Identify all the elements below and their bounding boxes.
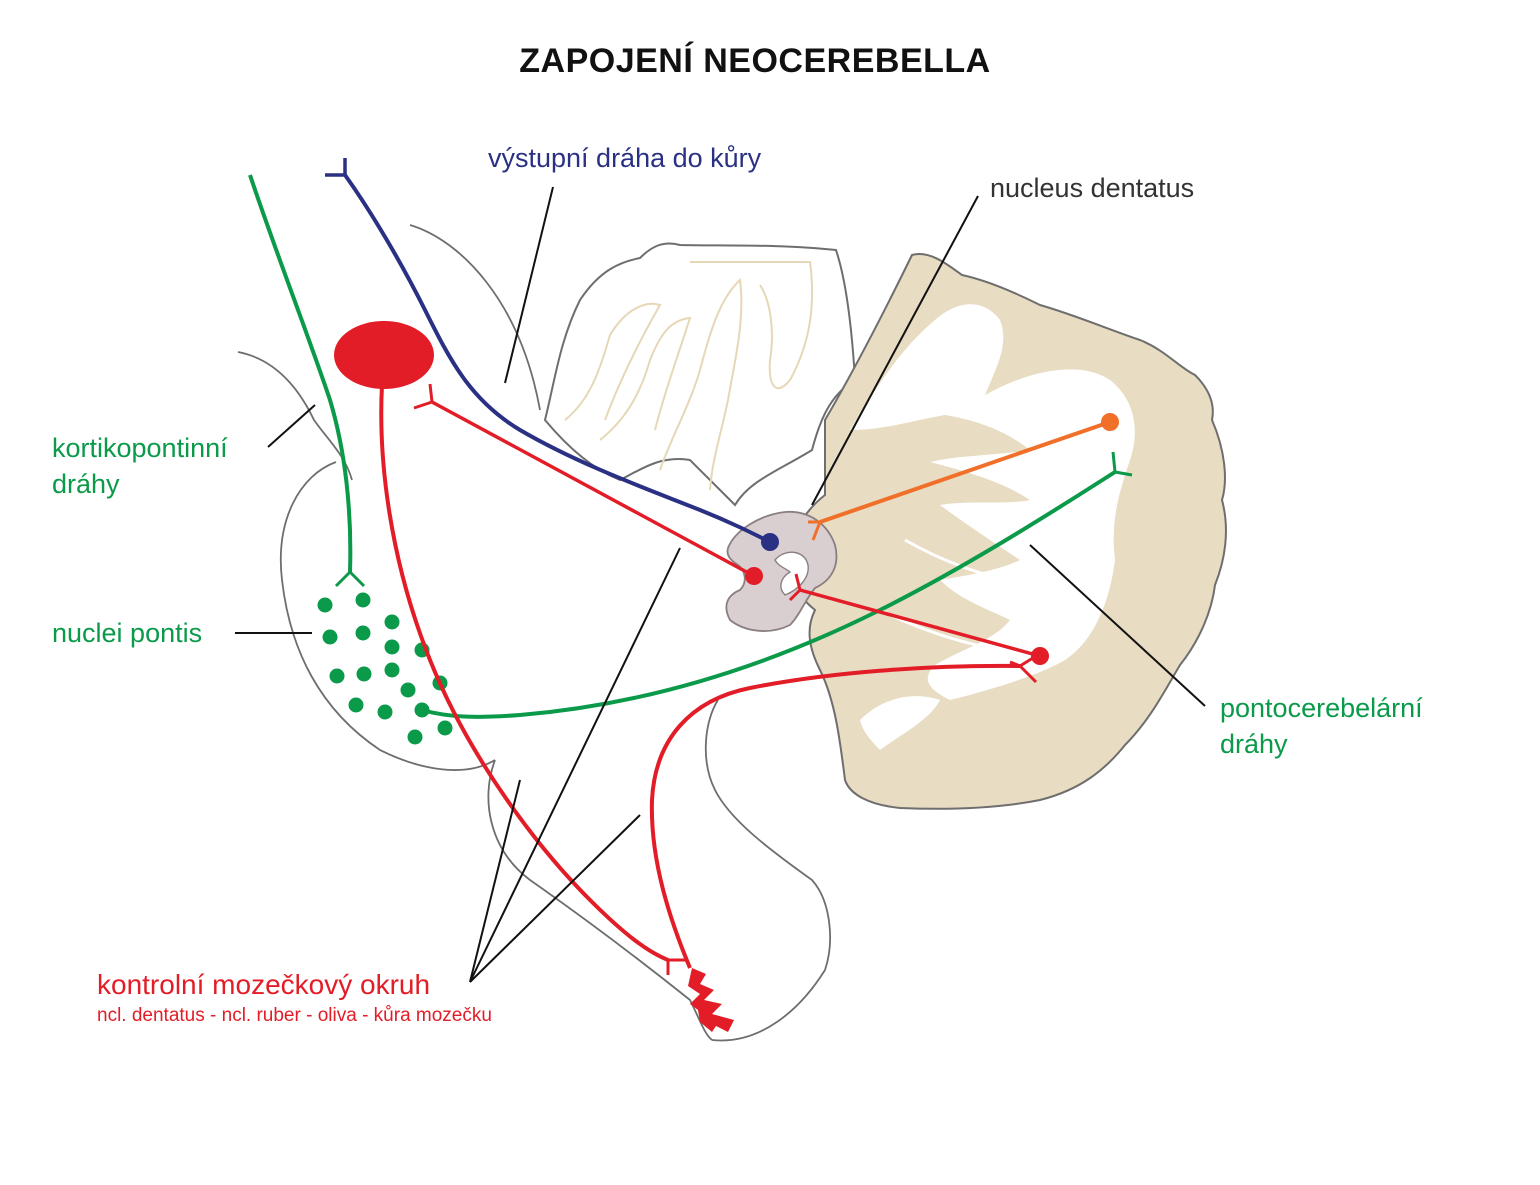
nucleus-dentatus-shape — [725, 511, 838, 632]
leader-corticopontine — [267, 404, 316, 448]
leader-lines — [235, 186, 1206, 983]
control-loop-pathway — [334, 321, 1049, 1032]
pontine-nucleus — [437, 720, 453, 736]
label-control-loop-detail: ncl. dentatus - ncl. ruber - oliva - kůr… — [97, 1005, 492, 1026]
output-tract-pathway — [325, 158, 779, 551]
pontine-nucleus — [355, 592, 371, 608]
leader-pontocerebellar — [1029, 544, 1206, 707]
pontine-nucleus — [407, 729, 423, 745]
pontine-nucleus — [400, 682, 416, 698]
pons-outline — [280, 461, 496, 771]
ruber-synapse — [413, 383, 434, 410]
medulla-outline — [487, 759, 713, 1041]
cortex-cell-body — [1031, 647, 1049, 665]
purkinje-dentatus-synapse — [788, 573, 802, 602]
label-nuclei-pontis: nuclei pontis — [52, 618, 203, 648]
diagram-title: ZAPOJENÍ NEOCEREBELLA — [519, 42, 991, 80]
leader-nucleus-dentatus — [811, 195, 979, 506]
label-pontocerebellar-line2: dráhy — [1220, 729, 1288, 759]
pontocerebellar-pathway — [421, 451, 1133, 719]
anatomy-outlines — [237, 224, 831, 1042]
corticopontine-synapse — [334, 570, 366, 588]
output-tract-cell-body — [761, 533, 779, 551]
label-corticopontine-line1: kortikopontinní — [52, 433, 228, 463]
corticopontine-pathway — [248, 174, 366, 588]
pontine-nucleus — [384, 614, 400, 630]
pontine-nucleus — [317, 597, 333, 613]
label-nucleus-dentatus: nucleus dentatus — [990, 173, 1195, 203]
purkinje-cell-body — [1101, 413, 1119, 431]
dentatus-cell-body — [745, 567, 763, 585]
medulla-right-outline — [704, 699, 831, 1042]
pontine-nucleus — [377, 704, 393, 720]
leader-loop-2 — [469, 547, 681, 983]
pontocerebellar-synapse — [1111, 451, 1133, 477]
pontine-nucleus — [356, 666, 372, 682]
pontine-nucleus — [384, 639, 400, 655]
nucleus-ruber — [334, 321, 434, 389]
vermis-outline — [543, 242, 857, 507]
leader-loop-3 — [469, 814, 641, 983]
label-pontocerebellar-line1: pontocerebelární — [1220, 693, 1423, 723]
output-tract-synapse — [325, 158, 347, 177]
label-control-loop: kontrolní mozečkový okruh — [97, 969, 431, 1000]
pontine-nucleus — [355, 625, 371, 641]
pontine-nucleus — [384, 662, 400, 678]
vermis — [543, 242, 857, 507]
pontine-nucleus — [322, 629, 338, 645]
label-corticopontine-line2: dráhy — [52, 469, 120, 499]
pontine-nucleus — [348, 697, 364, 713]
oliva-synapse — [666, 958, 686, 975]
vermis-folia — [564, 260, 814, 491]
upper-brainstem-outline — [409, 224, 541, 411]
leader-output-tract — [504, 186, 554, 384]
oliva-inferior — [688, 968, 734, 1032]
label-output-tract: výstupní dráha do kůry — [488, 143, 762, 173]
pontine-nucleus — [329, 668, 345, 684]
white-matter — [850, 304, 1135, 750]
cortex-to-dentatus-pathway — [808, 413, 1119, 541]
dentatus-synapse — [808, 520, 822, 541]
leader-loop-1 — [469, 779, 521, 983]
